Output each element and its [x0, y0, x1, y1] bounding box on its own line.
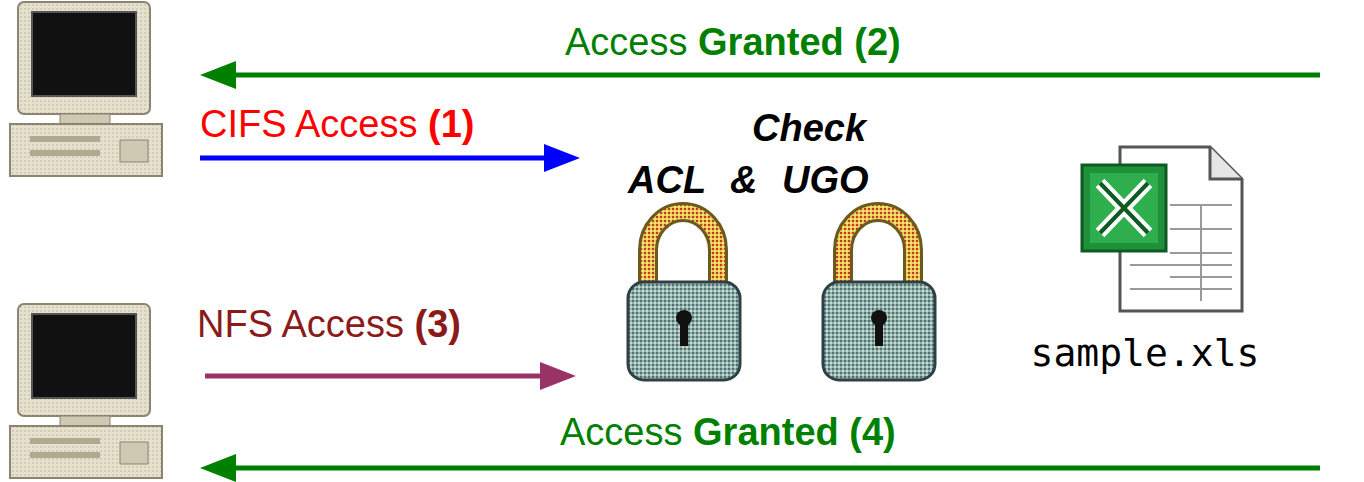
arrow — [200, 144, 580, 172]
arrow — [205, 362, 576, 390]
computer-icon — [10, 304, 162, 478]
arrow — [200, 454, 1320, 482]
arrow-label: NFS Access (3) — [197, 304, 461, 346]
excel-icon — [1020, 145, 1270, 317]
lock-icon — [823, 212, 935, 380]
arrow-label: CIFS Access (1) — [200, 104, 475, 146]
file-icon: sample.xls — [1020, 145, 1270, 375]
check-label: ACL & UGO — [628, 160, 869, 202]
lock-icon — [628, 212, 740, 380]
file-name: sample.xls — [1020, 331, 1270, 375]
arrow-label: Access Granted (4) — [560, 412, 896, 454]
check-label: Check — [752, 108, 866, 150]
computer-icon — [10, 2, 162, 176]
arrow — [200, 61, 1320, 89]
arrow-label: Access Granted (2) — [565, 22, 901, 64]
